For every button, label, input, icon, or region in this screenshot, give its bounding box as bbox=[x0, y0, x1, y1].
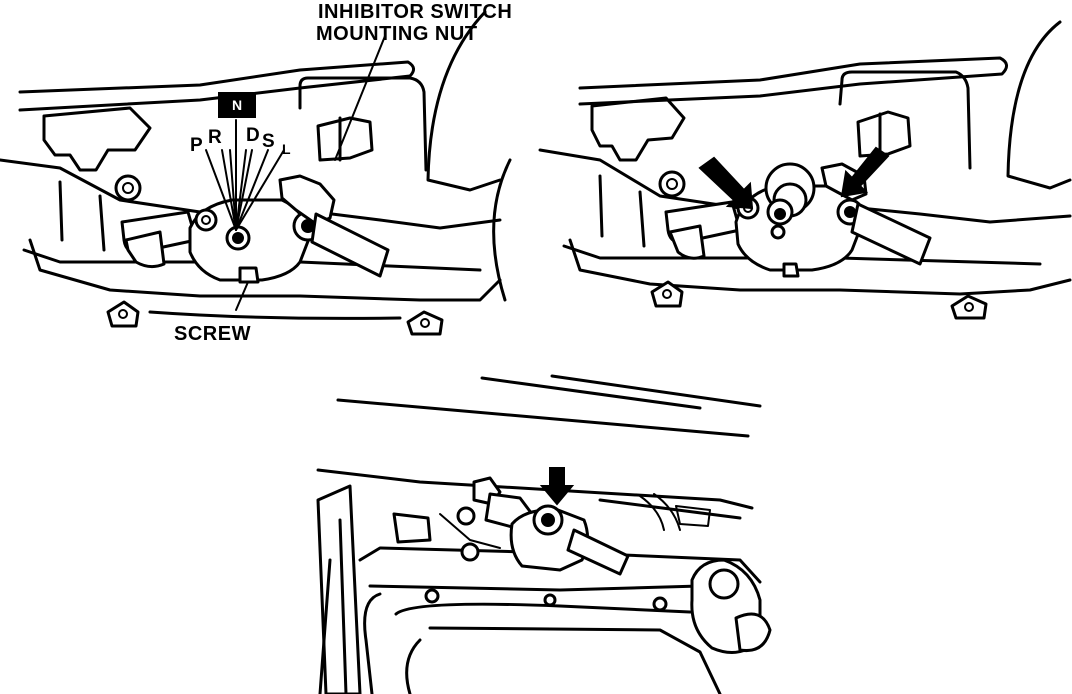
panel-top-left bbox=[0, 10, 512, 336]
gear-label-r: R bbox=[208, 127, 222, 148]
inhibitor-switch-label: INHIBITOR SWITCH bbox=[318, 1, 513, 23]
neutral-indicator: N bbox=[218, 92, 256, 118]
gear-label-d: D bbox=[246, 125, 260, 146]
gear-label-l: L bbox=[282, 141, 291, 157]
screw-label: SCREW bbox=[174, 323, 251, 345]
panel-top-right bbox=[538, 20, 1072, 320]
gear-label-s: S bbox=[262, 131, 275, 152]
gear-label-p: P bbox=[190, 135, 203, 156]
panel-bottom bbox=[316, 374, 772, 694]
mounting-nut-label: MOUNTING NUT bbox=[316, 23, 478, 45]
